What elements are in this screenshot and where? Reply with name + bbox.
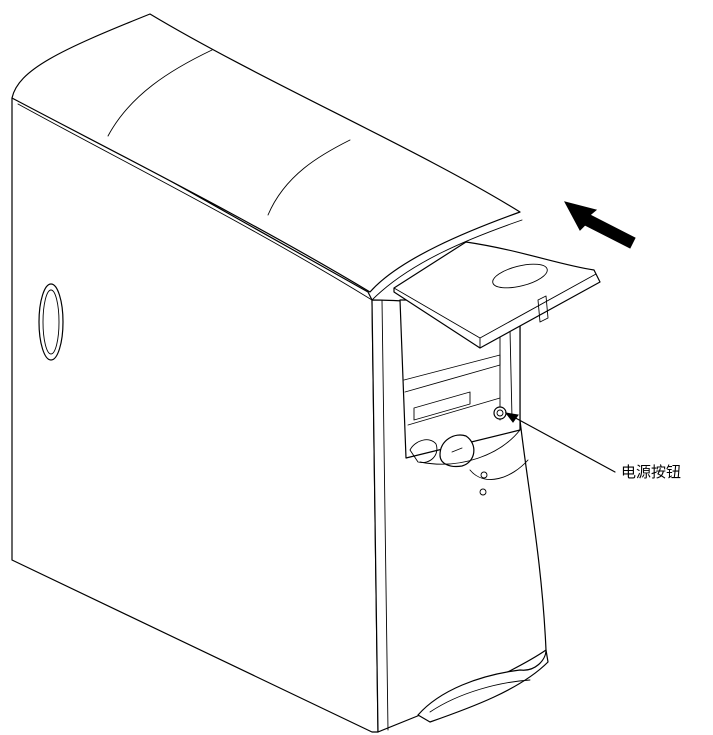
callout-label-power-button: 电源按钮 — [621, 463, 682, 481]
front-bezel-edge — [381, 299, 389, 731]
drive-bay-lid[interactable] — [393, 241, 601, 349]
callout-leader-arrowhead — [504, 412, 519, 423]
top-cover-segment-line — [267, 139, 351, 216]
bezel-curve — [469, 459, 529, 480]
power-button-inner — [496, 409, 504, 417]
power-button[interactable] — [493, 406, 507, 420]
bezel-knob — [439, 434, 475, 468]
tower-front-foot — [417, 649, 549, 723]
bezel-curve — [419, 429, 521, 465]
side-panel-handle-inner — [42, 289, 60, 355]
close-direction-arrow — [564, 201, 636, 249]
top-cover-edge — [371, 219, 523, 301]
tower-top-cover — [11, 13, 521, 293]
lid-latch — [537, 295, 549, 323]
indicator-led — [480, 471, 488, 479]
floppy-eject-recess — [409, 439, 438, 463]
drive-slot — [413, 391, 471, 421]
foot-curve — [429, 679, 531, 713]
drive-bay-inner-wall — [509, 329, 513, 419]
top-cover-segment-line — [107, 49, 213, 137]
callout-leader-line — [509, 414, 616, 473]
bezel-knob-detail — [451, 447, 463, 453]
drive-bay-lid-recess — [492, 263, 548, 289]
indicator-led — [479, 488, 487, 496]
top-cover-edge — [17, 103, 373, 301]
drive-bay-shelf — [407, 397, 501, 426]
